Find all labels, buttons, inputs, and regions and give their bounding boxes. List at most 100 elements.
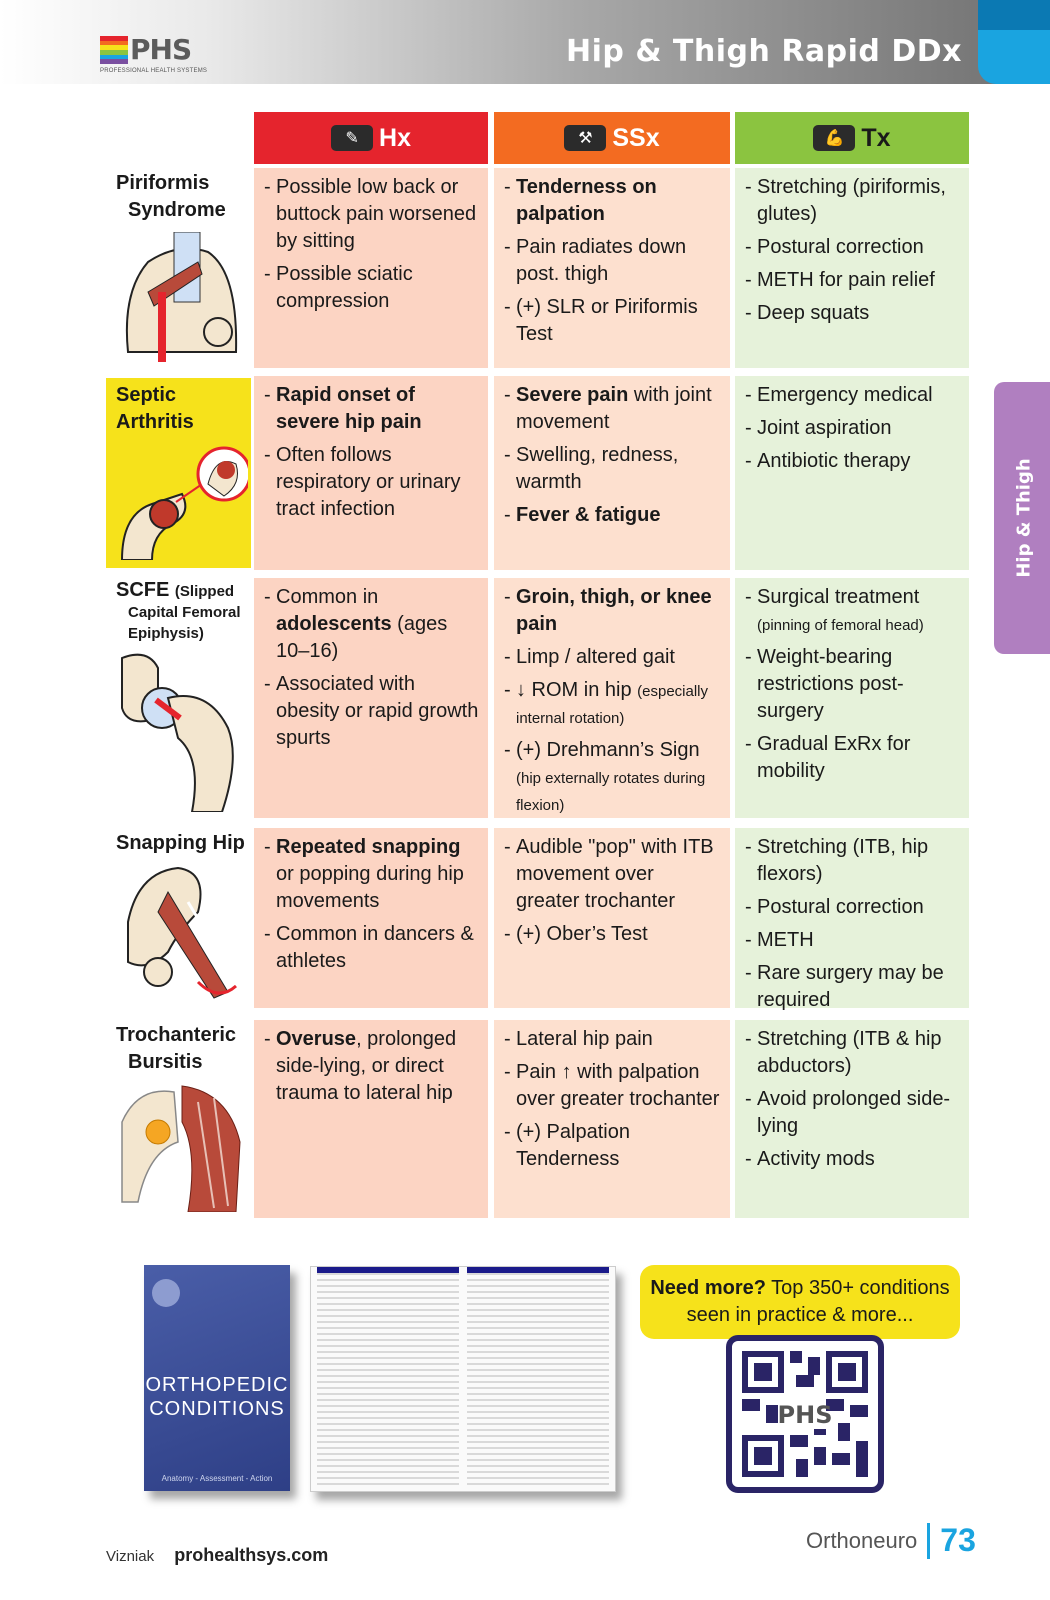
column-tx-label: Tx: [861, 123, 891, 152]
footer-section: Orthoneuro: [806, 1527, 918, 1553]
trochanteric-hx-cell: Overuse, prolonged side-lying, or direct…: [254, 1020, 488, 1218]
page-title: Hip & Thigh Rapid DDx: [566, 34, 962, 69]
snapping-hx-cell: Repeated snapping or popping during hip …: [254, 828, 488, 1008]
trochanteric-ssx-cell: Lateral hip pain Pain ↑ with palpation o…: [494, 1020, 730, 1218]
scfe-tx-item: Weight-bearing restrictions post-surgery: [745, 644, 961, 725]
snapping-tx-item: METH: [745, 927, 961, 954]
scfe-hx-item: Common in adolescents (ages 10–16): [264, 584, 480, 665]
promo-callout[interactable]: Need more? Top 350+ conditions seen in p…: [640, 1265, 960, 1339]
condition-name: Snapping Hip: [116, 832, 245, 854]
trochanteric-ssx-item: Pain ↑ with palpation over greater troch…: [504, 1059, 722, 1113]
column-header-ssx: ⚒ SSx: [494, 112, 730, 164]
reflex-hammer-icon: ⚒: [564, 125, 607, 151]
trochanteric-tx-item: Stretching (ITB & hip abductors): [745, 1026, 961, 1080]
footer-right: Orthoneuro 73: [806, 1522, 976, 1559]
trochanteric-hx-item: Overuse, prolonged side-lying, or direct…: [264, 1026, 480, 1107]
logo-subtitle: PROFESSIONAL HEALTH SYSTEMS: [100, 68, 208, 74]
logo-text: PHS: [130, 33, 192, 66]
piriformis-tx-item: Stretching (piriformis, glutes): [745, 174, 961, 228]
scfe-tx-item: Gradual ExRx for mobility: [745, 731, 961, 785]
trochanteric-bursitis-image: [121, 1085, 241, 1212]
condition-name: Piriformis Syndrome: [116, 172, 226, 221]
column-header-tx: 💪 Tx: [735, 112, 969, 164]
book-title: ORTHOPEDIC CONDITIONS: [145, 1374, 289, 1420]
section-side-tab[interactable]: Hip & Thigh: [994, 382, 1050, 654]
phs-logo: PHS PROFESSIONAL HEALTH SYSTEMS: [100, 33, 207, 74]
qr-code-image[interactable]: PHS: [726, 1335, 884, 1493]
book-footer-text: Anatomy - Assessment - Action: [161, 1474, 273, 1483]
page-header: PHS PROFESSIONAL HEALTH SYSTEMS Hip & Th…: [0, 0, 1050, 84]
septic-hx-item: Rapid onset of severe hip pain: [264, 382, 480, 436]
septic-hx-item: Often follows respiratory or urinary tra…: [264, 442, 480, 523]
clipboard-pen-icon: ✎: [331, 125, 374, 151]
snapping-hx-item: Repeated snapping or popping during hip …: [264, 834, 480, 915]
septic-ssx-item: Severe pain with joint movement: [504, 382, 722, 436]
tree-logo-icon: [152, 1279, 180, 1307]
scfe-anatomy-image: [121, 653, 234, 812]
spread-right-header: [467, 1267, 609, 1273]
condition-piriformis: Piriformis Syndrome: [106, 170, 251, 366]
spread-right-page: [467, 1273, 609, 1485]
column-ssx-label: SSx: [612, 123, 660, 152]
septic-arthritis-image: [120, 446, 248, 560]
piriformis-ssx-item: Pain radiates down post. thigh: [504, 234, 722, 288]
septic-tx-item: Antibiotic therapy: [745, 448, 961, 475]
trochanteric-tx-cell: Stretching (ITB & hip abductors) Avoid p…: [735, 1020, 969, 1218]
septic-hx-cell: Rapid onset of severe hip pain Often fol…: [254, 376, 488, 570]
piriformis-tx-item: Deep squats: [745, 300, 961, 327]
snapping-ssx-item: (+) Ober’s Test: [504, 921, 722, 948]
footer-divider: [927, 1522, 931, 1559]
scfe-ssx-item: ↓ ROM in hip (especially internal rotati…: [504, 677, 722, 731]
trochanteric-tx-item: Activity mods: [745, 1146, 961, 1173]
condition-septic-arthritis: Septic Arthritis: [106, 378, 251, 568]
book-spread-image[interactable]: [310, 1266, 616, 1492]
snapping-hip-image: [127, 866, 238, 999]
book-cover-image[interactable]: ORTHOPEDIC CONDITIONS Anatomy - Assessme…: [144, 1265, 290, 1491]
snapping-tx-cell: Stretching (ITB, hip flexors) Postural c…: [735, 828, 969, 1011]
condition-snapping-hip: Snapping Hip: [106, 830, 251, 1006]
footer-website-link[interactable]: prohealthsys.com: [174, 1545, 329, 1565]
scfe-ssx-item: Groin, thigh, or knee pain: [504, 584, 722, 638]
piriformis-hx-cell: Possible low back or buttock pain worsen…: [254, 168, 488, 368]
snapping-ssx-cell: Audible "pop" with ITB movement over gre…: [494, 828, 730, 1008]
piriformis-tx-item: Postural correction: [745, 234, 961, 261]
trochanteric-ssx-item: Lateral hip pain: [504, 1026, 722, 1053]
trochanteric-tx-item: Avoid prolonged side-lying: [745, 1086, 961, 1140]
spread-left-page: [317, 1273, 459, 1485]
qr-center-logo: PHS: [778, 1401, 833, 1429]
condition-name: Septic Arthritis: [116, 384, 194, 433]
column-hx-label: Hx: [379, 123, 411, 152]
page-number: 73: [940, 1522, 976, 1558]
qr-pattern-icon: PHS: [742, 1351, 868, 1477]
piriformis-ssx-item: (+) SLR or Piriformis Test: [504, 294, 722, 348]
snapping-tx-item: Postural correction: [745, 894, 961, 921]
piriformis-hx-item: Possible sciatic compression: [264, 261, 480, 315]
snapping-tx-item: Stretching (ITB, hip flexors): [745, 834, 961, 888]
corner-tab: [978, 0, 1050, 84]
septic-ssx-cell: Severe pain with joint movement Swelling…: [494, 376, 730, 570]
piriformis-ssx-item: Tenderness on palpation: [504, 174, 722, 228]
snapping-tx-item: Rare surgery may be required: [745, 960, 961, 1014]
condition-name: Trochanteric Bursitis: [116, 1024, 237, 1073]
piriformis-anatomy-image: [118, 232, 246, 362]
piriformis-hx-item: Possible low back or buttock pain worsen…: [264, 174, 480, 255]
footer-left: Vizniak prohealthsys.com: [106, 1545, 328, 1566]
condition-name: SCFE (Slipped Capital Femoral Epiphysis): [116, 579, 241, 643]
septic-ssx-item: Fever & fatigue: [504, 502, 722, 529]
rainbow-logo-icon: [100, 36, 128, 65]
column-header-hx: ✎ Hx: [254, 112, 488, 164]
scfe-ssx-item: Limp / altered gait: [504, 644, 722, 671]
scfe-ssx-item: (+) Drehmann’s Sign (hip externally rota…: [504, 737, 722, 818]
footer-author: Vizniak: [106, 1548, 155, 1565]
flexed-arm-icon: 💪: [813, 125, 856, 151]
snapping-hx-item: Common in dancers & athletes: [264, 921, 480, 975]
septic-tx-item: Emergency medical: [745, 382, 961, 409]
septic-tx-cell: Emergency medical Joint aspiration Antib…: [735, 376, 969, 570]
septic-tx-item: Joint aspiration: [745, 415, 961, 442]
condition-scfe: SCFE (Slipped Capital Femoral Epiphysis): [106, 580, 251, 816]
piriformis-ssx-cell: Tenderness on palpation Pain radiates do…: [494, 168, 730, 368]
condition-trochanteric-bursitis: Trochanteric Bursitis: [106, 1022, 251, 1216]
piriformis-tx-item: METH for pain relief: [745, 267, 961, 294]
scfe-tx-cell: Surgical treatment (pinning of femoral h…: [735, 578, 969, 818]
side-tab-label: Hip & Thigh: [1013, 458, 1035, 578]
